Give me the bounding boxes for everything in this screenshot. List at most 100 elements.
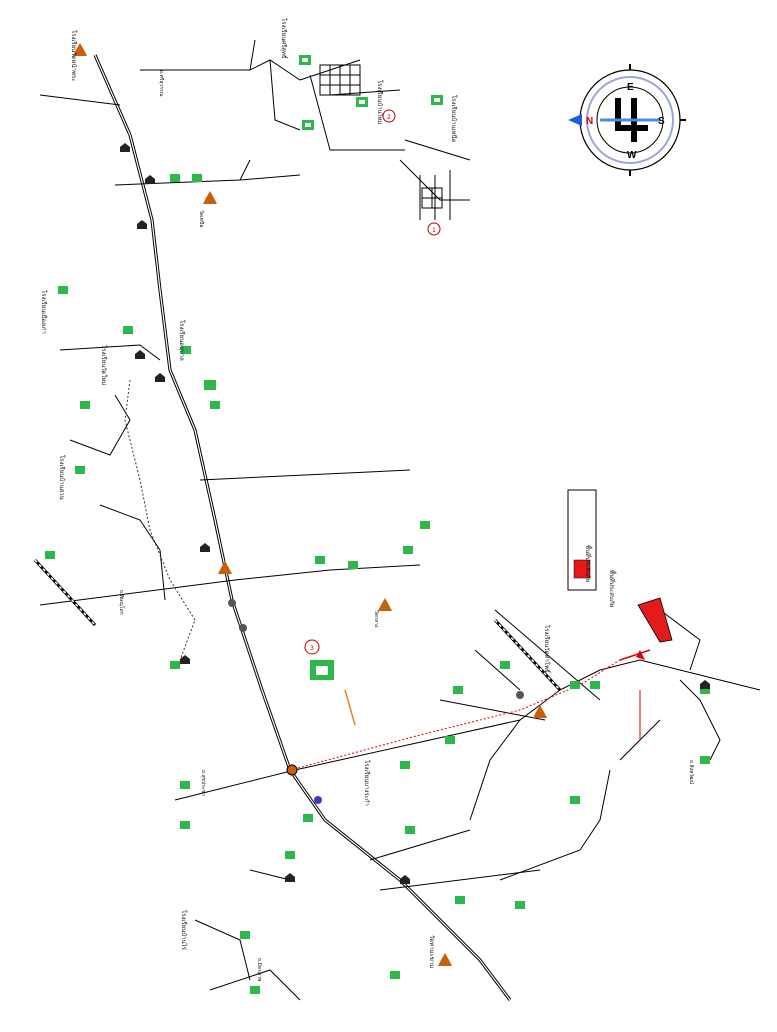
blue-marker <box>314 796 322 804</box>
badge-1-text: 1 <box>432 227 436 234</box>
school-icon <box>515 901 525 909</box>
compass-n: N <box>586 116 593 127</box>
label-school-c1: โรงเรียนเมืองเก่า <box>40 290 48 334</box>
school-icon <box>303 814 313 822</box>
label-school-c2: โรงเรียนวัดใหม่ <box>100 345 108 385</box>
school-icon <box>700 686 710 694</box>
school-icon <box>445 736 455 744</box>
label-school-top: โรงเรียนศรีสุทธิ์ <box>280 18 289 60</box>
label-road-west: ถ.มิตรภาพ <box>256 958 263 981</box>
north-arrow-icon <box>568 114 582 126</box>
building-icon <box>155 373 165 382</box>
label-temple-top: วัดเหนือ <box>198 210 205 227</box>
school-icon <box>204 380 216 390</box>
railway <box>33 558 562 692</box>
school-icon <box>170 661 180 669</box>
compass-e: E <box>627 82 634 93</box>
temple-icon <box>533 705 547 718</box>
label-site-focus: พื้นที่ประสบภัย <box>608 570 618 607</box>
school-icon <box>356 97 368 107</box>
school-icon <box>75 466 85 474</box>
side-route <box>124 379 196 661</box>
legend: พื้นที่ประสบภัย <box>567 489 597 591</box>
label-school-sw: โรงเรียนบ้านไร่ <box>180 910 188 951</box>
school-icon <box>192 174 202 182</box>
building-icon <box>200 543 210 552</box>
building-icon <box>135 350 145 359</box>
school-icon <box>405 826 415 834</box>
school-icon <box>420 521 430 529</box>
badge-2-text: 2 <box>387 114 391 121</box>
evacuation-route <box>297 649 651 769</box>
compass-w: W <box>627 150 637 161</box>
label-road-right: ถ.สิงหวัฒน์ <box>688 760 695 785</box>
intersection-marker <box>286 764 298 776</box>
tree-icon <box>228 599 236 607</box>
building-icon <box>285 873 295 882</box>
school-icon <box>180 821 190 829</box>
school-icon <box>170 174 180 182</box>
school-icon <box>299 55 311 65</box>
school-icon <box>455 896 465 904</box>
school-icon <box>390 971 400 979</box>
label-school-c4: โรงเรียนอนุบาล <box>178 320 186 361</box>
label-school-right: โรงเรียนวัดท่าโพธิ์ <box>543 625 552 674</box>
badge-2: 2 <box>382 109 396 123</box>
badge-3-text: 3 <box>310 645 314 652</box>
building-icon <box>400 875 410 884</box>
grid-block <box>319 64 443 209</box>
building-icon <box>137 220 147 229</box>
badge-1: 1 <box>427 222 441 236</box>
label-temple-bottom: วัดท่ามะขาม <box>428 935 435 968</box>
label-road-top: ถ.ศรีสุวรรณ <box>158 70 165 97</box>
building-icon <box>700 680 710 689</box>
school-icon <box>700 756 710 764</box>
school-icon <box>250 986 260 994</box>
building-icon <box>180 655 190 664</box>
badge-3: 3 <box>304 639 320 655</box>
school-icon <box>180 781 190 789</box>
secondary-roads <box>39 39 761 1001</box>
temple-icon <box>73 43 87 56</box>
main-highway <box>93 54 512 1001</box>
school-icon <box>210 401 220 409</box>
school-icon <box>58 286 68 294</box>
legend-label: พื้นที่ประสบภัย <box>584 545 594 582</box>
tree-icons <box>228 599 524 699</box>
school-icon <box>453 686 463 694</box>
school-icon <box>403 546 413 554</box>
school-icon <box>315 556 325 564</box>
school-icon <box>348 561 358 569</box>
focus-connector <box>344 689 356 726</box>
school-icon <box>45 551 55 559</box>
building-icon <box>145 175 155 184</box>
temple-icons <box>73 43 547 966</box>
label-school-north: โรงเรียนวัดหน้าพระ <box>70 30 78 81</box>
school-icon <box>570 796 580 804</box>
label-school-bottom: โรงเรียนบางระกำ <box>363 760 371 806</box>
school-icon <box>240 931 250 939</box>
compass-s: S <box>658 116 665 127</box>
school-icon <box>80 401 90 409</box>
label-school-bannua: โรงเรียนบ้านเหนือ <box>450 95 458 143</box>
school-icon <box>302 120 314 130</box>
label-road-mid: ถ.พิษณุโลก <box>118 590 125 615</box>
school-icon <box>500 661 510 669</box>
school-icon <box>123 326 133 334</box>
temple-icon <box>203 191 217 204</box>
tree-icon <box>239 624 247 632</box>
temple-icon <box>438 953 452 966</box>
label-road-bottom: ถ.สุขประชา <box>200 770 206 796</box>
label-school-c3: โรงเรียนบ้านสวน <box>58 455 66 500</box>
label-temple-mid: วัดกลาง <box>373 610 379 628</box>
building-icons <box>120 143 710 884</box>
building-icon <box>120 143 130 152</box>
school-icon <box>285 851 295 859</box>
school-icon <box>570 681 580 689</box>
school-icon <box>590 681 600 689</box>
map-labels: โรงเรียนวัดหน้าพระ โรงเรียนศรีสุทธิ์ โรง… <box>40 18 695 981</box>
school-icons <box>45 55 710 994</box>
label-school-banmai: โรงเรียนบ้านใหม่ <box>376 80 384 124</box>
